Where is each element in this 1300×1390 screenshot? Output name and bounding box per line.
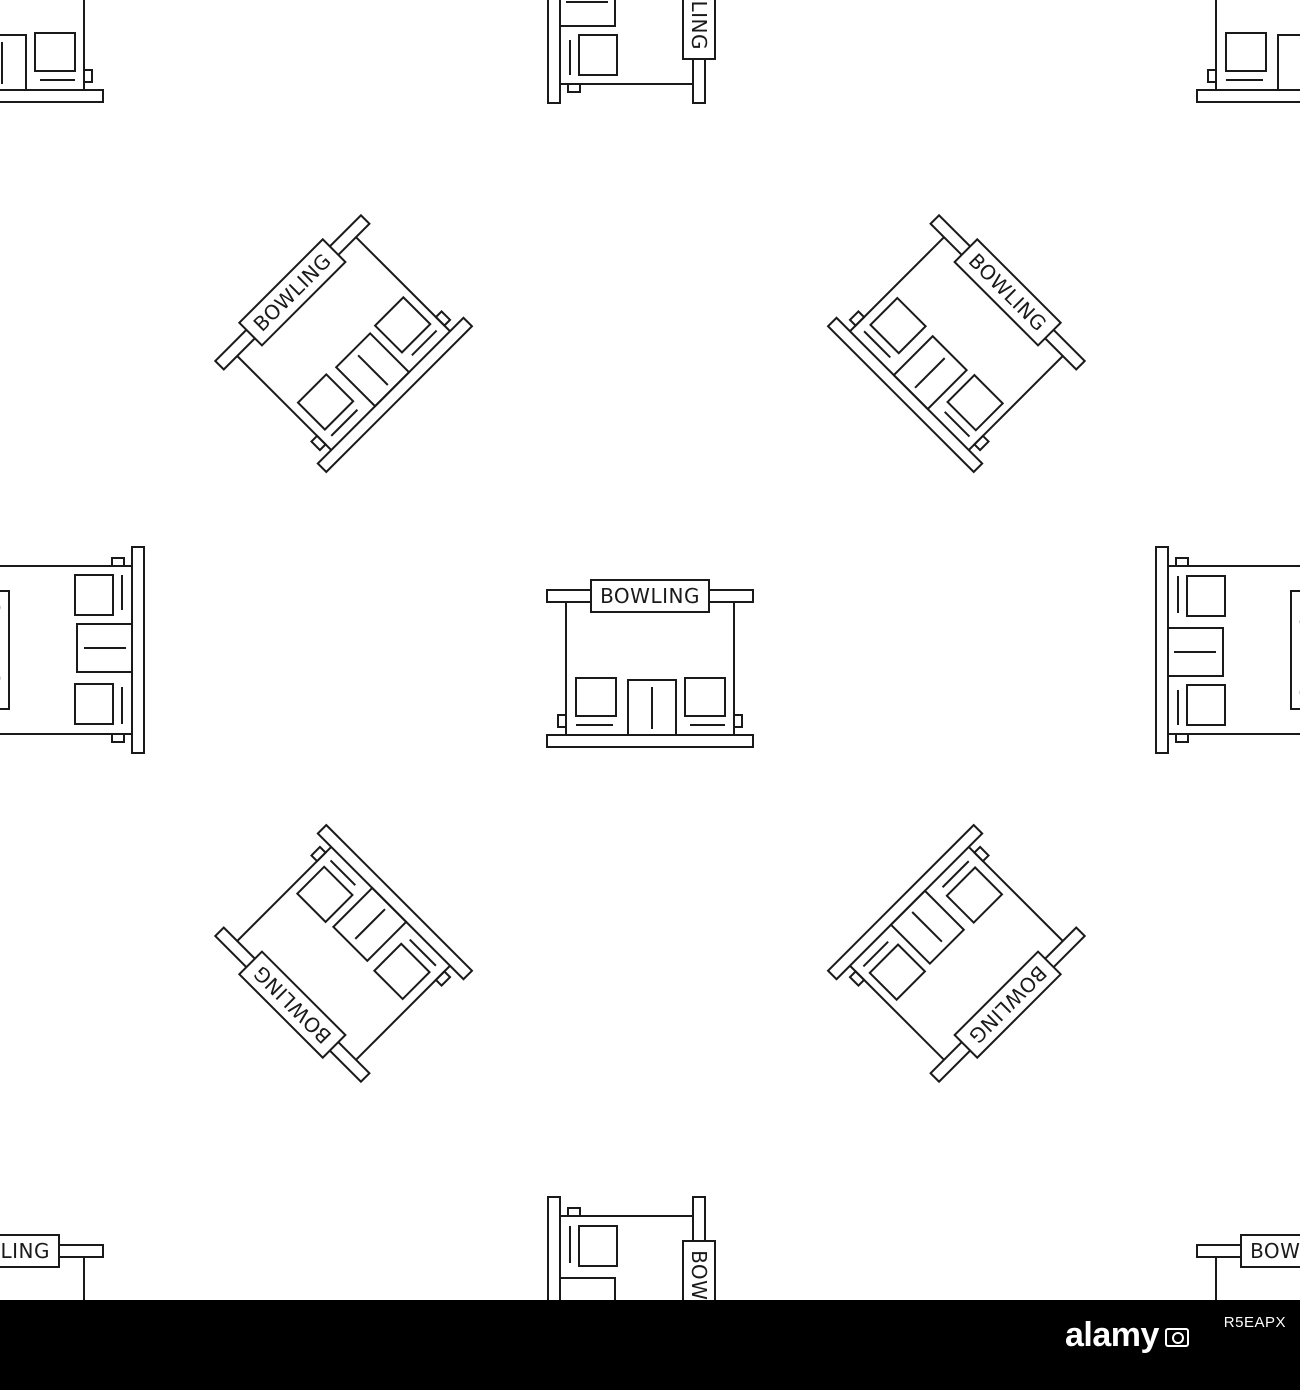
bowling-building-icon: BOWLING [547, 0, 716, 104]
bowling-building-icon: BOWLING [827, 824, 1093, 1090]
bowling-building-icon: BOWLING [0, 1234, 104, 1300]
bowling-building-icon: BOWLING [207, 207, 473, 473]
bowling-building-icon: BOWLING [1196, 0, 1300, 103]
sign-text: BOWLING [964, 249, 1052, 337]
stock-watermark-footer: alamy R5EAPX [0, 1300, 1300, 1390]
bowling-building-icon: BOWLING [546, 579, 754, 748]
bowling-building-icon: BOWLING [0, 546, 145, 754]
sign-text: BOWLING [687, 1250, 711, 1300]
bowling-building-icon: BOWLING [827, 207, 1093, 473]
alamy-logo: alamy [1065, 1316, 1189, 1355]
sign-text: BOWLING [249, 961, 337, 1049]
alamy-brand-text: alamy [1065, 1316, 1159, 1354]
sign-text: BOWLING [600, 584, 700, 608]
sign-text: BOWLING [964, 961, 1052, 1049]
bowling-building-icon: BOWLING [207, 824, 473, 1090]
image-id-label: R5EAPX [1223, 1314, 1286, 1331]
sign-text: BOWLING [0, 1239, 50, 1263]
camera-icon [1164, 1328, 1189, 1347]
sign-text: BOWLING [1250, 1239, 1300, 1263]
sign-text: BOWLING [249, 249, 337, 337]
sign-text: BOWLING [687, 0, 711, 50]
sign-text: BOWLING [1295, 600, 1300, 700]
bowling-building-icon: BOWLING [1196, 1234, 1300, 1300]
bowling-building-icon: BOWLING [1155, 546, 1300, 754]
seamless-bowling-pattern: BOWLING BOWLING BOWLING BOWLING BOWLING BOWLI… [0, 0, 1300, 1300]
bowling-building-icon: BOWLING [547, 1196, 716, 1300]
sign-text: BOWLING [0, 600, 5, 700]
bowling-building-icon: BOWLING [0, 0, 104, 103]
